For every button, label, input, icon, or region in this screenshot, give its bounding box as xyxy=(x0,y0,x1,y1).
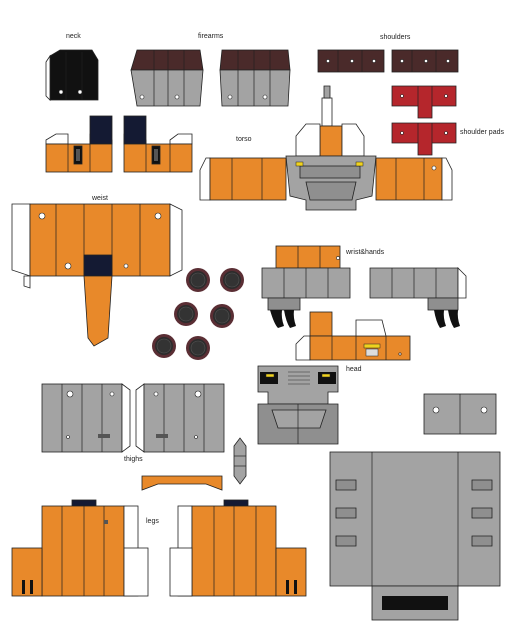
wheel-3 xyxy=(174,302,198,326)
neck-base-left-part xyxy=(45,115,113,173)
lower-body-part xyxy=(329,451,501,621)
label-waist: weist xyxy=(92,195,108,202)
neck-base-right-part xyxy=(123,115,193,173)
label-wrist-hands: wrist&hands xyxy=(346,249,385,256)
knee-strip-part xyxy=(141,475,223,491)
wrist-hand-left-part xyxy=(261,245,351,328)
wheel-5 xyxy=(152,334,176,358)
shoulder-pad-bottom-part xyxy=(391,122,457,156)
label-thighs: thighs xyxy=(124,456,143,463)
gray-panel-part xyxy=(423,393,497,435)
waist-part xyxy=(11,203,183,347)
torso-part xyxy=(199,85,453,211)
firearm-left-part xyxy=(130,49,204,107)
neck-part xyxy=(45,49,99,101)
wheel-4 xyxy=(210,304,234,328)
head-part xyxy=(295,311,411,361)
wrist-hand-right-part xyxy=(369,267,467,328)
shoulder-right-part xyxy=(391,49,459,73)
label-firearms: firearms xyxy=(198,33,224,40)
wheel-1 xyxy=(186,268,210,292)
shoulder-left-part xyxy=(317,49,385,73)
chest-hip-part xyxy=(257,365,339,445)
label-shoulders: shoulders xyxy=(380,34,411,41)
label-head: head xyxy=(346,366,362,373)
wheel-6 xyxy=(186,336,210,360)
label-neck: neck xyxy=(66,33,81,40)
peg-part xyxy=(233,437,247,485)
leg-left-part xyxy=(11,499,149,597)
label-legs: legs xyxy=(146,518,159,525)
shoulder-pad-top-part xyxy=(391,85,457,119)
label-torso: torso xyxy=(236,136,252,143)
thigh-right-part xyxy=(135,383,225,453)
wheel-set xyxy=(152,268,244,360)
leg-right-part xyxy=(169,499,307,597)
firearm-right-part xyxy=(219,49,291,107)
chest-grille xyxy=(288,371,310,385)
label-shoulder-pads: shoulder pads xyxy=(460,129,504,136)
wheel-2 xyxy=(220,268,244,292)
thigh-left-part xyxy=(41,383,131,453)
